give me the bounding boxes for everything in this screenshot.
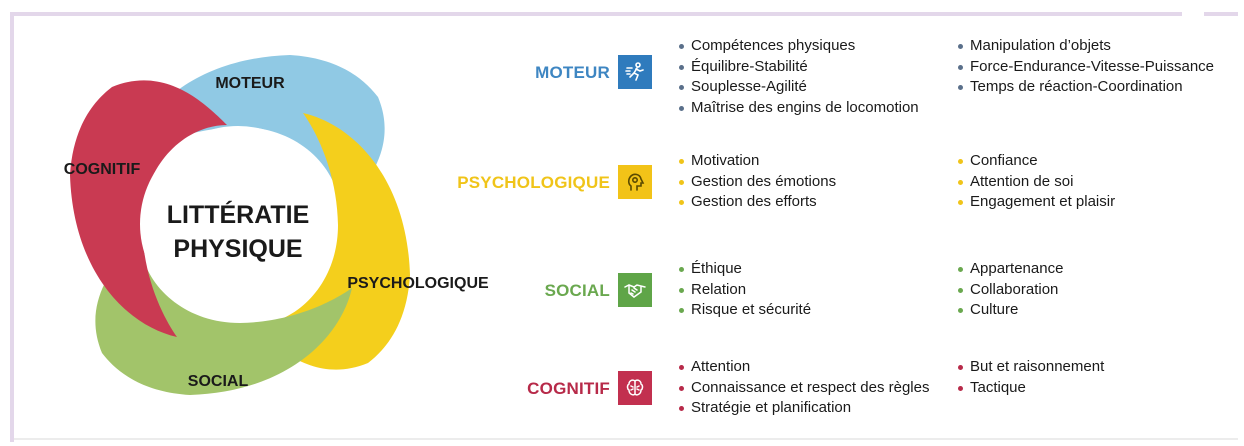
literacy-wheel-diagram: LITTÉRATIE PHYSIQUE MOTEUR COGNITIF PSYC… (64, 55, 489, 395)
list-item: Collaboration (955, 280, 1063, 301)
list-item: Éthique (676, 259, 811, 280)
list-item: Risque et sécurité (676, 300, 811, 321)
list-item: Gestion des efforts (676, 192, 836, 213)
category-label-psychologique: PSYCHOLOGIQUE (457, 173, 610, 192)
category-label-cognitif: COGNITIF (527, 379, 610, 398)
center-title-line2: PHYSIQUE (173, 235, 302, 263)
list-item: Motivation (676, 151, 836, 172)
list-item: Temps de réaction-Coordination (955, 77, 1214, 98)
frame-notch (1182, 8, 1204, 20)
list-item: Gestion des émotions (676, 172, 836, 193)
list-item: Relation (676, 280, 811, 301)
list-item: Appartenance (955, 259, 1063, 280)
petal-psychologique (253, 113, 410, 370)
category-label-social: SOCIAL (544, 281, 610, 300)
wheel-label-psychologique: PSYCHOLOGIQUE (347, 275, 489, 292)
list-item: Souplesse-Agilité (676, 77, 919, 98)
handshake-icon (618, 273, 652, 307)
list-item: Culture (955, 300, 1063, 321)
petal-moteur (128, 55, 385, 212)
list-item: Équilibre-Stabilité (676, 57, 919, 78)
list-item: Engagement et plaisir (955, 192, 1115, 213)
list-item: Connaissance et respect des règles (676, 378, 929, 399)
list-item: Stratégie et planification (676, 398, 929, 419)
petal-cognitif (70, 80, 227, 337)
list-item: Manipulation d’objets (955, 36, 1214, 57)
brain-icon (618, 371, 652, 405)
list-item: Attention de soi (955, 172, 1115, 193)
petal-social (95, 238, 352, 395)
list-item: Attention (676, 357, 929, 378)
page-frame (10, 12, 1238, 442)
list-item: Maîtrise des engins de locomotion (676, 98, 919, 119)
head-icon (618, 165, 652, 199)
center-title-line1: LITTÉRATIE (167, 200, 310, 229)
wheel-petals (70, 55, 410, 395)
frame-bottom-rule (14, 438, 1238, 440)
list-item: But et raisonnement (955, 357, 1104, 378)
list-item: Confiance (955, 151, 1115, 172)
wheel-center (140, 126, 336, 322)
wheel-label-cognitif: COGNITIF (64, 161, 141, 178)
wheel-label-moteur: MOTEUR (215, 75, 285, 92)
list-item: Force-Endurance-Vitesse-Puissance (955, 57, 1214, 78)
wheel-label-social: SOCIAL (188, 373, 249, 390)
list-item: Tactique (955, 378, 1104, 399)
category-label-moteur: MOTEUR (535, 63, 610, 82)
running-figure-icon (618, 55, 652, 89)
list-item: Compétences physiques (676, 36, 919, 57)
